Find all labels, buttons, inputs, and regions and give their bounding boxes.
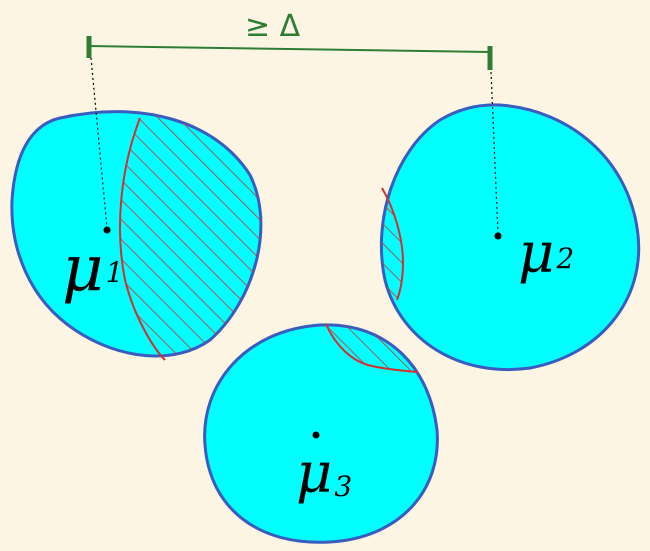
distance-indicator: ≥ Δ xyxy=(86,9,499,235)
cluster-1-center-dot xyxy=(103,226,111,234)
cluster-2-subscript: 2 xyxy=(555,242,574,275)
projection-line-1 xyxy=(90,57,108,229)
cluster-3-subscript: 3 xyxy=(334,470,352,503)
cluster-2: μ2 xyxy=(379,103,641,372)
cluster-1-hatched-region xyxy=(120,111,261,357)
cluster-3: μ3 xyxy=(203,323,439,544)
cluster-3-center-dot xyxy=(312,431,320,439)
cluster-1-label: μ1 xyxy=(62,232,123,306)
cluster-2-boundary xyxy=(381,187,405,301)
projection-line-2 xyxy=(490,71,499,235)
cluster-1-subscript: 1 xyxy=(106,256,124,289)
cluster-3-blob xyxy=(203,323,439,544)
cluster-3-boundary xyxy=(325,323,419,373)
cluster-2-blob xyxy=(379,103,641,372)
cluster-3-label: μ3 xyxy=(296,441,352,506)
cluster-3-symbol: μ xyxy=(296,441,332,506)
cluster-1-boundary xyxy=(119,117,166,361)
cluster-1-symbol: μ xyxy=(62,232,104,306)
cluster-2-symbol: μ xyxy=(518,221,554,286)
cluster-2-label: μ2 xyxy=(518,221,574,286)
distance-line xyxy=(88,45,491,53)
cluster-2-center-dot xyxy=(494,232,502,240)
cluster-1: μ1 xyxy=(10,110,263,361)
distance-label: ≥ Δ xyxy=(245,9,301,44)
